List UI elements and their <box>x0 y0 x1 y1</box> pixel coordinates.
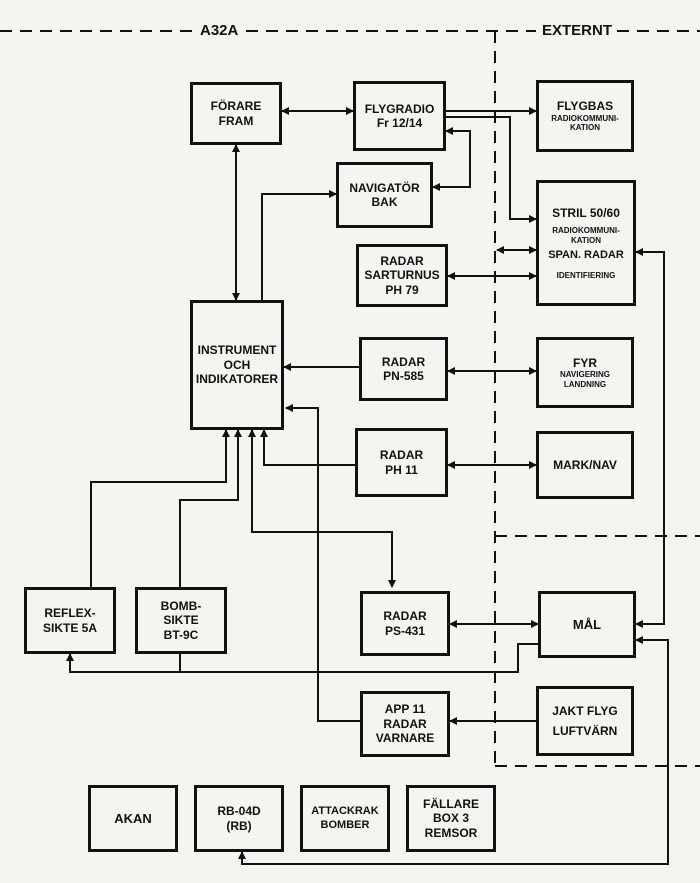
link-ph11-instrument <box>260 429 355 466</box>
box-navigator-bak: NAVIGATÖR BAK <box>336 162 433 228</box>
link-navigator-instrument <box>261 190 337 300</box>
box-app11-radarvarnare: APP 11 RADAR VARNARE <box>360 691 450 757</box>
box-fyr: FYR NAVIGERING LANDNING <box>536 337 634 408</box>
external-region-label: EXTERNT <box>538 22 617 40</box>
box-rb04d: RB-04D (RB) <box>194 785 284 852</box>
link-reflex-instrument <box>90 429 230 587</box>
link-bomb-instrument <box>179 429 242 587</box>
box-mark-nav: MARK/NAV <box>536 431 634 499</box>
aircraft-region-label: A32A <box>196 22 243 40</box>
box-instrument-indikatorer: INSTRUMENT OCH INDIKATORER <box>190 300 284 430</box>
link-app11-instrument <box>285 404 360 722</box>
box-radar-ph11: RADAR PH 11 <box>355 428 448 497</box>
box-fallare: FÄLLARE BOX 3 REMSOR <box>406 785 496 852</box>
box-akan: AKAN <box>88 785 178 852</box>
link-instrument-ps <box>248 429 396 588</box>
box-radar-sarturnus: RADAR SARTURNUS PH 79 <box>356 244 448 307</box>
box-flygradio: FLYGRADIO Fr 12/14 <box>353 81 446 151</box>
box-flygbas: FLYGBAS RADIOKOMMUNI- KATION <box>536 80 634 152</box>
box-radar-pn585: RADAR PN-585 <box>359 337 448 401</box>
box-reflexsikte: REFLEX- SIKTE 5A <box>24 587 116 654</box>
box-jaktflyg-luftvarn: JAKT FLYG LUFTVÄRN <box>536 686 634 756</box>
box-mal: MÅL <box>538 591 636 658</box>
box-stril: STRIL 50/60 RADIOKOMMUNI- KATION SPAN. R… <box>536 180 636 306</box>
box-attackrak-bomber: ATTACKRAK BOMBER <box>300 785 390 852</box>
link-flygradio-navigator <box>432 127 471 191</box>
box-radar-ps431: RADAR PS-431 <box>360 591 450 656</box>
link-stril-mal <box>635 248 665 628</box>
box-forare-fram: FÖRARE FRAM <box>190 82 282 145</box>
box-bombsikte: BOMB- SIKTE BT-9C <box>135 587 227 654</box>
link-mal-rb04d <box>238 636 669 865</box>
link-flygradio-stril <box>446 116 537 223</box>
